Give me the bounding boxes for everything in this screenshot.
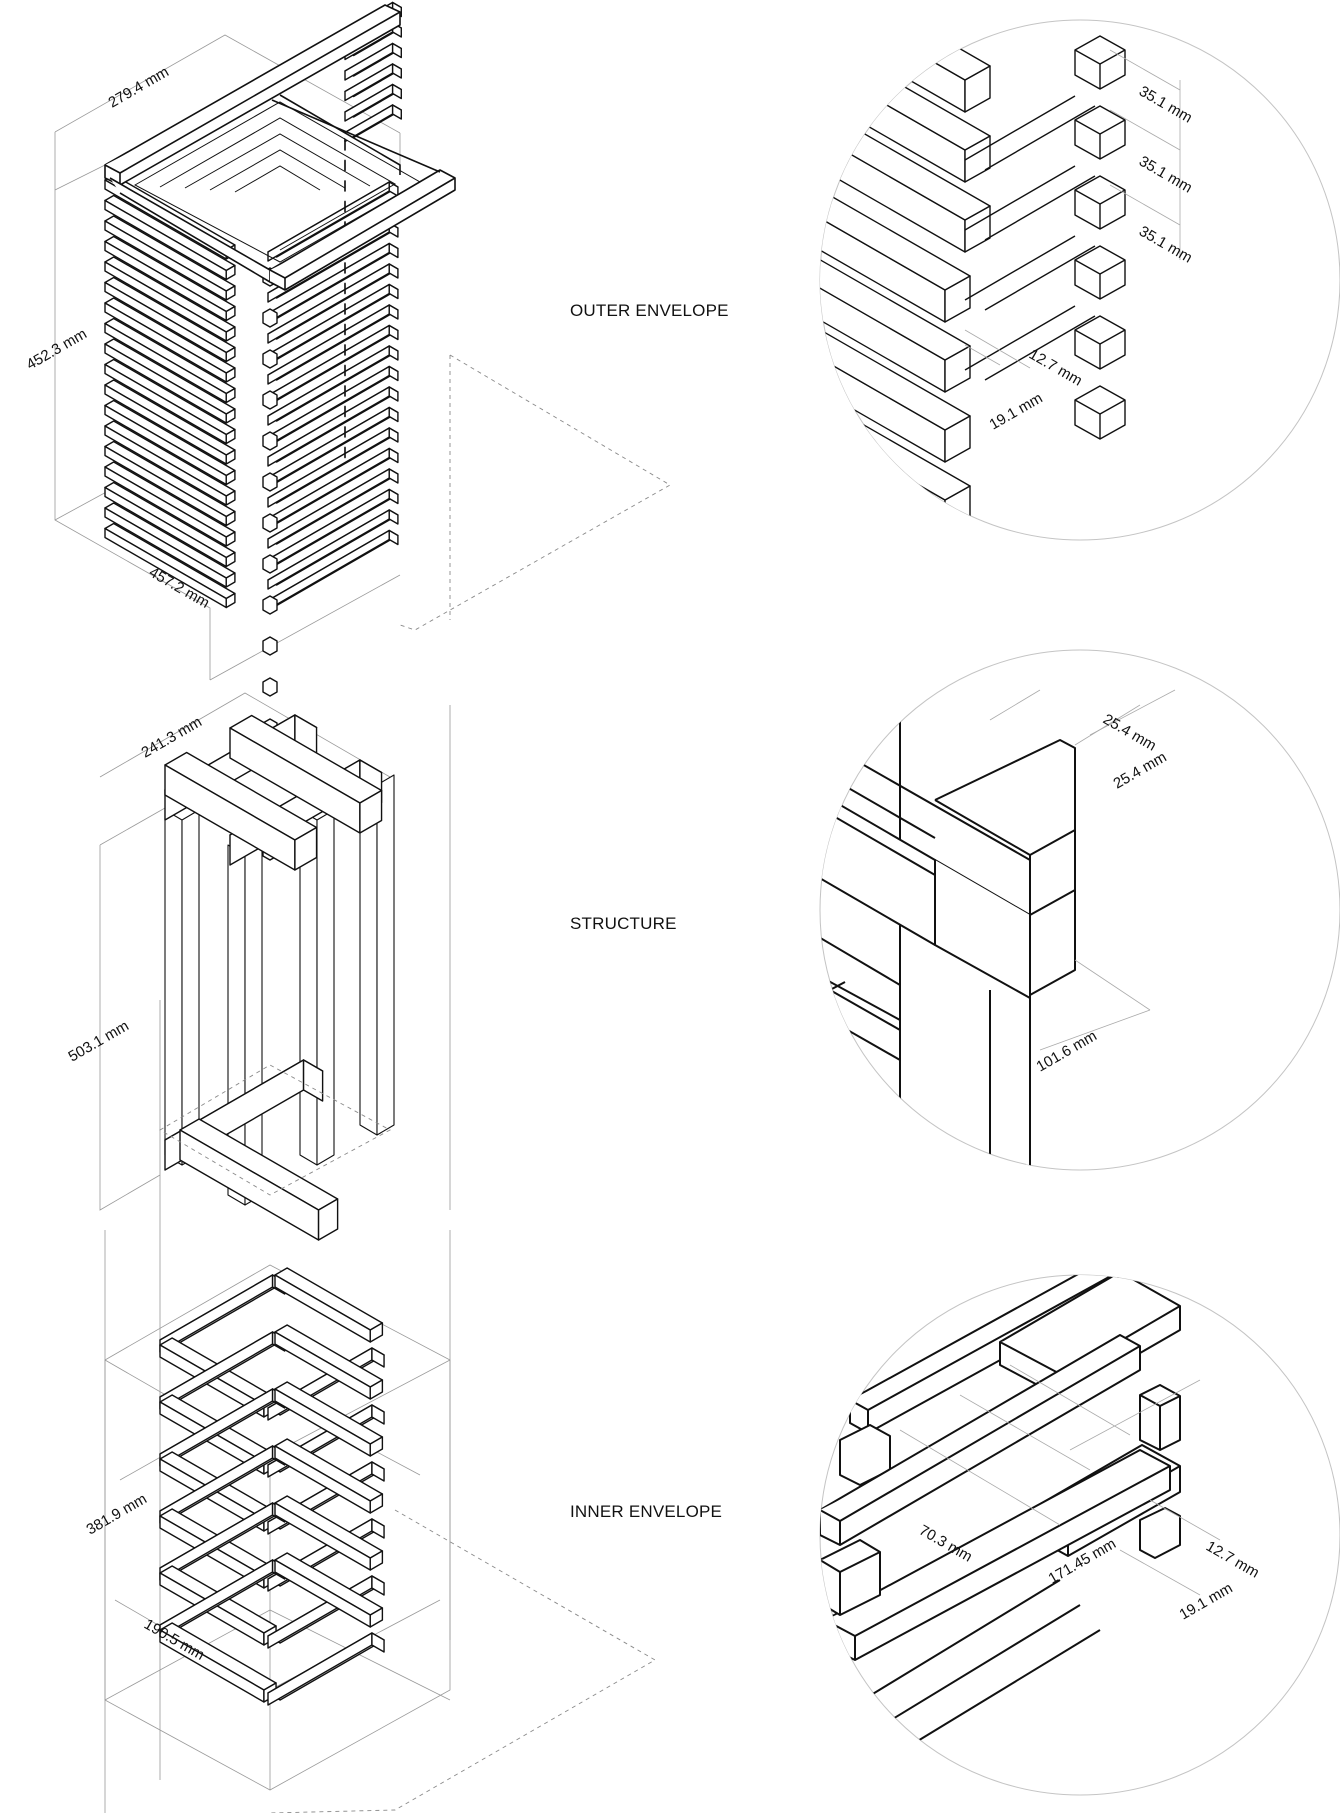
outer-slat-right [267, 263, 399, 344]
inner-envelope-axonometric [104, 1264, 656, 1814]
outer-envelope-slats [104, 1, 402, 861]
detail-outer-spacing-2: 35.1 mm [1136, 153, 1195, 197]
inner-envelope-layer [159, 1552, 385, 1706]
outer-envelope-bounding-box [54, 34, 401, 681]
detail-structure-post-spacing: 101.6 mm [1034, 1027, 1100, 1075]
outer-envelope-axonometric [54, 1, 671, 861]
detail-inner-thickness: 12.7 mm [1203, 1538, 1262, 1582]
outer-slat-left [104, 317, 236, 404]
outer-slat-left [104, 338, 236, 424]
inner-bar-front-right [267, 1632, 385, 1706]
inner-bar-back-right [274, 1267, 384, 1343]
outer-slat-top-right [344, 83, 402, 122]
structure-post [359, 774, 395, 1136]
inner-bar-back-right [274, 1381, 384, 1457]
outer-slat-left [104, 215, 236, 301]
structure-bounding-box [99, 692, 451, 1813]
outer-slat-left [104, 358, 236, 445]
outer-slat-right [267, 304, 399, 385]
inner-envelope-dashed-footprint [269, 1509, 656, 1814]
outer-slat-left [104, 297, 236, 383]
inner-bar-back-right [274, 1552, 384, 1628]
outer-slat-right [267, 427, 399, 508]
outer-corner-block [262, 390, 278, 410]
outer-slat-left [104, 256, 236, 342]
outer-corner-block [262, 636, 278, 656]
detail-structure-depth: 25.4 mm [1111, 749, 1170, 793]
outer-slat-right [267, 509, 399, 590]
outer-envelope-dashed-footprint [399, 354, 671, 631]
detail-structure-width: 25.4 mm [1100, 711, 1159, 755]
outer-slat-top-right [344, 104, 402, 143]
outer-slat-left [104, 420, 236, 506]
inner-bar-back-right [274, 1495, 384, 1571]
inner-bar-front-left [159, 1622, 277, 1703]
outer-width-dimension: 279.4 mm [106, 63, 172, 111]
outer-slat-top-right [344, 42, 402, 81]
inner-bar-back-right [274, 1324, 384, 1400]
outer-slat-right [267, 468, 399, 549]
detail-outer-width: 19.1 mm [987, 390, 1046, 434]
inner-envelope-label: INNER ENVELOPE [570, 1502, 722, 1521]
outer-slat-left [104, 379, 236, 465]
outer-slat-left [104, 194, 236, 281]
inner-bar-back-right [274, 1438, 384, 1514]
outer-envelope-detail: 35.1 mm 35.1 mm 35.1 mm 12.7 mm 19.1 mm [819, 19, 1340, 541]
outer-corner-block [262, 431, 278, 451]
detail-inner-width: 19.1 mm [1177, 1580, 1236, 1624]
detail-circle-structure [819, 649, 1340, 1171]
inner-envelope-layers [159, 1267, 385, 1706]
inner-envelope-detail: 70.3 mm 171.45 mm 12.7 mm 19.1 mm [819, 1274, 1340, 1796]
structure-top-beam [164, 751, 318, 871]
outer-corner-block [262, 513, 278, 533]
structure-width-dimension: 241.3 mm [139, 713, 205, 761]
outer-corner-block [262, 554, 278, 574]
outer-corner-block [262, 308, 278, 328]
outer-corner-block [262, 595, 278, 615]
inner-height-dimension: 381.9 mm [84, 1490, 150, 1538]
outer-height-dimension: 452.3 mm [24, 325, 90, 373]
outer-corner-block [262, 472, 278, 492]
structure-frame [164, 714, 395, 1241]
outer-slat-right [267, 345, 399, 426]
structure-axonometric [99, 692, 451, 1813]
structure-bottom-beam [179, 1118, 339, 1241]
outer-corner-block [262, 349, 278, 369]
structure-dashed-base [159, 1064, 391, 1196]
outer-slat-left [104, 481, 236, 568]
structure-label: STRUCTURE [570, 914, 677, 933]
outer-slat-left [104, 502, 236, 588]
outer-slat-right [267, 447, 399, 529]
detail-outer-spacing-1: 35.1 mm [1136, 83, 1195, 127]
outer-envelope-top-frame [104, 4, 456, 291]
outer-corner-block [262, 677, 278, 697]
outer-slat-left [104, 276, 236, 363]
outer-slat-left [104, 399, 236, 486]
structure-detail: 25.4 mm 25.4 mm 101.6 mm [819, 649, 1340, 1171]
detail-outer-spacing-3: 35.1 mm [1136, 223, 1195, 267]
structure-top-beam [229, 714, 383, 834]
outer-slat-left [104, 461, 236, 547]
outer-slat-right [267, 386, 399, 467]
outer-slat-left [104, 522, 236, 609]
structure-height-dimension: 503.1 mm [66, 1017, 132, 1065]
outer-envelope-interior [133, 101, 422, 263]
outer-slat-left [104, 235, 236, 322]
structure-post [164, 809, 200, 1166]
outer-slat-left [104, 440, 236, 527]
outer-envelope-label: OUTER ENVELOPE [570, 301, 729, 320]
outer-slat-top-right [344, 63, 402, 102]
